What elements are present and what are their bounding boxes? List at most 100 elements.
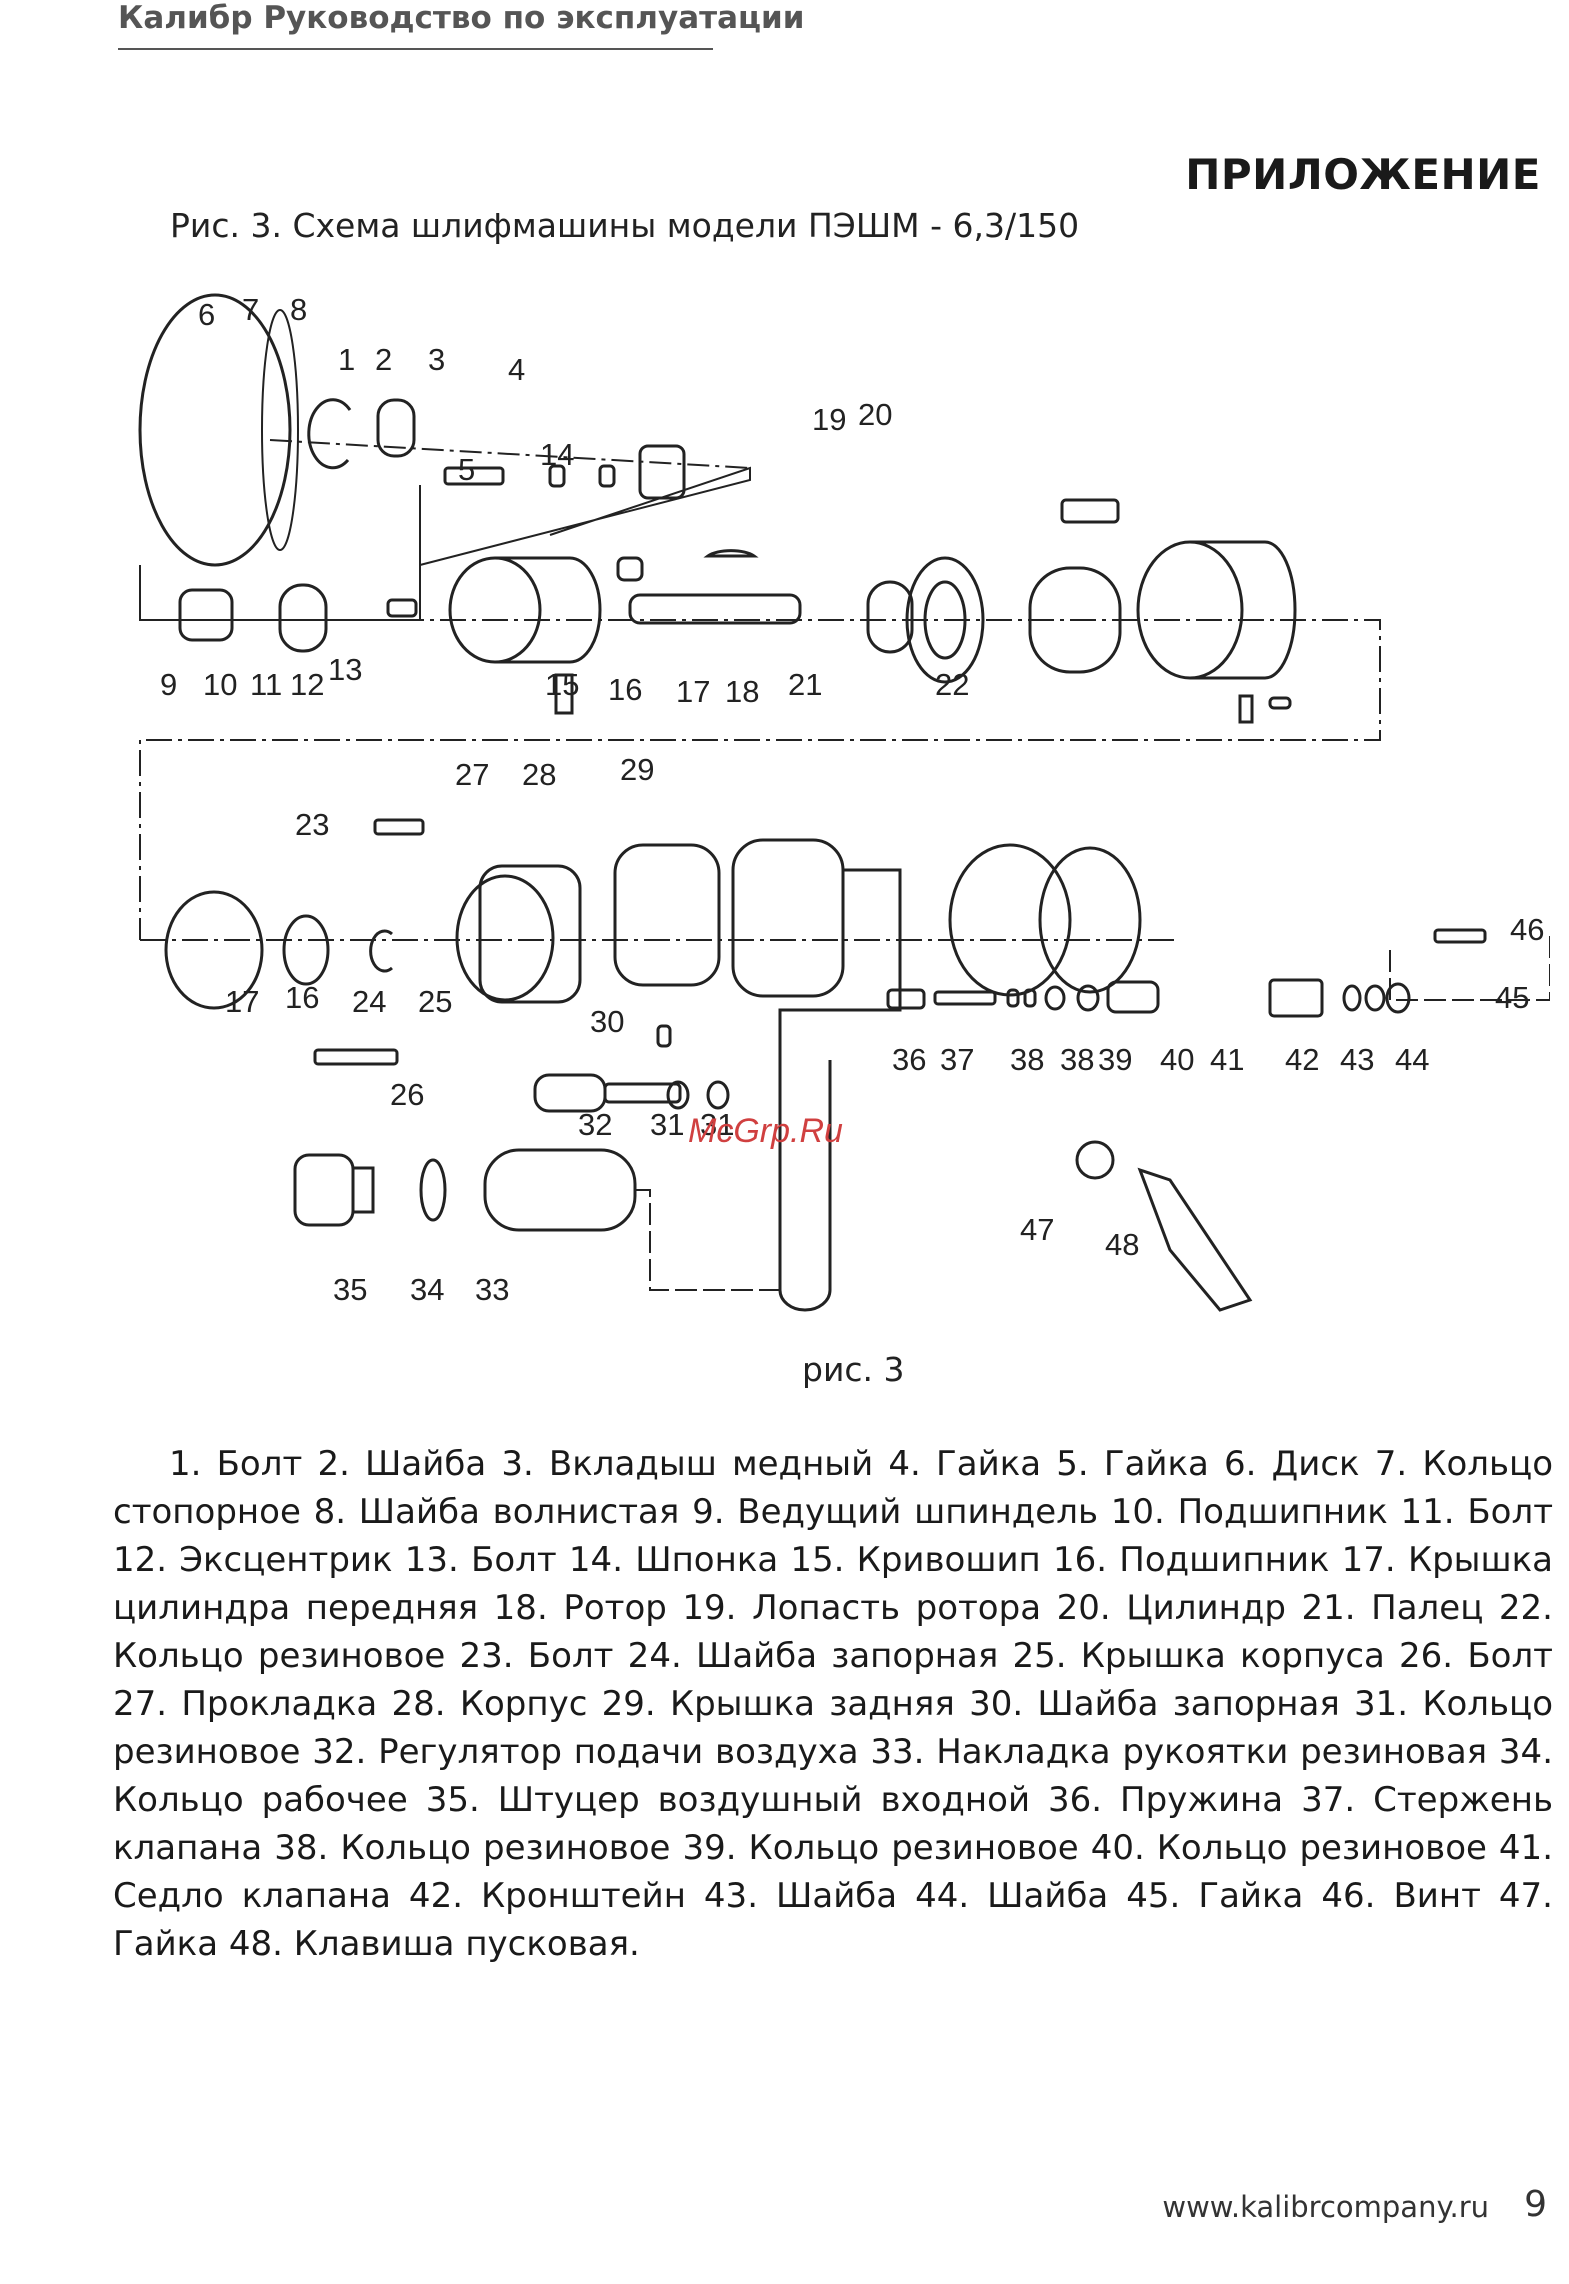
figure-caption: Рис. 3. Схема шлифмашины модели ПЭШМ - 6… [170,206,1080,245]
part-15-crankshaft [628,593,802,625]
part-42-bracket [1268,978,1324,1018]
part-39-rubber-ring [1044,985,1066,1011]
part-46-screw [1433,928,1487,944]
part-number: 2 [375,342,392,377]
part-41-valve-seat [1106,980,1160,1014]
part-40-rubber-ring [1076,984,1100,1012]
part-20-cylinder [1136,540,1244,680]
part-36-spring [886,988,926,1010]
part-number: 12 [290,667,324,702]
part-3-copper-insert [598,464,616,488]
part-number: 14 [540,437,574,472]
part-number: 25 [418,984,452,1019]
part-number: 48 [1105,1227,1139,1262]
part-number: 1 [338,342,355,377]
part-number: 30 [590,1004,624,1039]
part-number: 16 [285,980,319,1015]
part-28-body [731,838,845,998]
figure-label: рис. 3 [802,1350,905,1389]
parts-legend: 1. Болт 2. Шайба 3. Вкладыш медный 4. Га… [113,1444,1553,1964]
part-29-rear-cover [948,843,1072,997]
part-27-gasket [613,843,721,987]
part-31-rubber-ring-2 [706,1080,730,1110]
part-number: 44 [1395,1042,1429,1077]
part-number: 26 [390,1077,424,1112]
part-number: 31 [650,1107,684,1142]
part-6-disc [138,293,292,567]
part-44-washer [1364,984,1386,1012]
part-number: 19 [812,402,846,437]
part-number: 38 [1010,1042,1044,1077]
part-number: 41 [1210,1042,1244,1077]
part-number: 37 [940,1042,974,1077]
part-11-bolt [386,598,418,618]
running-header-title: Калибр Руководство по эксплуатации [118,0,805,36]
part-number: 36 [892,1042,926,1077]
part-37-valve-stem [933,990,997,1006]
part-number: 28 [522,757,556,792]
part-number: 9 [160,667,177,702]
part-number: 7 [242,292,259,327]
part-number: 22 [935,667,969,702]
part-21-pin [1238,694,1254,724]
part-number: 11 [250,667,282,702]
part-number: 21 [788,667,822,702]
part-31-rubber-ring [666,1080,690,1110]
part-number: 23 [295,807,329,842]
part-32-air-regulator [533,1073,607,1113]
part-number: 5 [458,452,475,487]
part-24-lock-washer [369,929,393,973]
part-number: 47 [1020,1212,1054,1247]
part-number: 6 [198,297,215,332]
part-7-retaining-ring [307,398,352,470]
part-number: 8 [290,292,307,327]
part-16-bearing [866,580,914,654]
part-number: 29 [620,752,654,787]
part-12-eccentric [448,556,542,664]
part-number: 43 [1340,1042,1374,1077]
part-number: 40 [1160,1042,1194,1077]
part-26-bolt [313,1048,399,1066]
handle-grip [778,1060,832,1312]
part-5-nut [616,556,644,582]
part-48-trigger [1137,1167,1253,1312]
part-number: 20 [858,397,892,432]
part-47-nut [1075,1140,1115,1180]
running-header: Калибр Руководство по эксплуатации [118,0,804,50]
part-1-bolt [443,466,505,486]
part-number: 4 [508,352,525,387]
part-38-rubber-ring-2 [1023,988,1037,1008]
part-14-key [703,549,759,558]
part-4-nut [638,444,686,500]
part-number: 45 [1495,980,1529,1015]
part-number: 32 [578,1107,612,1142]
part-number: 27 [455,757,489,792]
part-25-body-cover [455,874,555,1002]
part-16-bearing-2 [282,914,330,986]
part-43-washer [1342,984,1362,1012]
diagram-svg: 6 7 8 1 2 3 4 5 14 19 20 9 10 11 12 13 1… [138,292,1550,1312]
watermark: McGrp.Ru [688,1112,843,1150]
part-number: 10 [203,667,237,702]
part-number: 13 [328,652,362,687]
part-number: 46 [1510,912,1544,947]
part-13-bolt [554,673,574,715]
footer-url[interactable]: www.kalibrcompany.ru [1162,2190,1489,2224]
part-38-rubber-ring [1006,988,1020,1008]
part-35-air-inlet-fitting [293,1153,355,1227]
part-number: 17 [225,984,259,1019]
part-30-lock-washer [656,1024,672,1048]
part-10-bearing [278,583,328,653]
part-number: 35 [333,1272,367,1307]
part-45-nut [1385,982,1411,1014]
section-title: ПРИЛОЖЕНИЕ [1185,150,1541,199]
part-number: 15 [545,667,579,702]
part-number: 24 [352,984,386,1019]
part-number: 39 [1098,1042,1132,1077]
part-22-rubber-ring [1268,696,1292,710]
part-19-rotor-vane [1060,498,1120,524]
page-number: 9 [1524,2184,1547,2225]
part-17-front-cover-2 [164,890,264,1010]
part-33-rubber-grip [483,1148,637,1232]
part-number: 42 [1285,1042,1319,1077]
